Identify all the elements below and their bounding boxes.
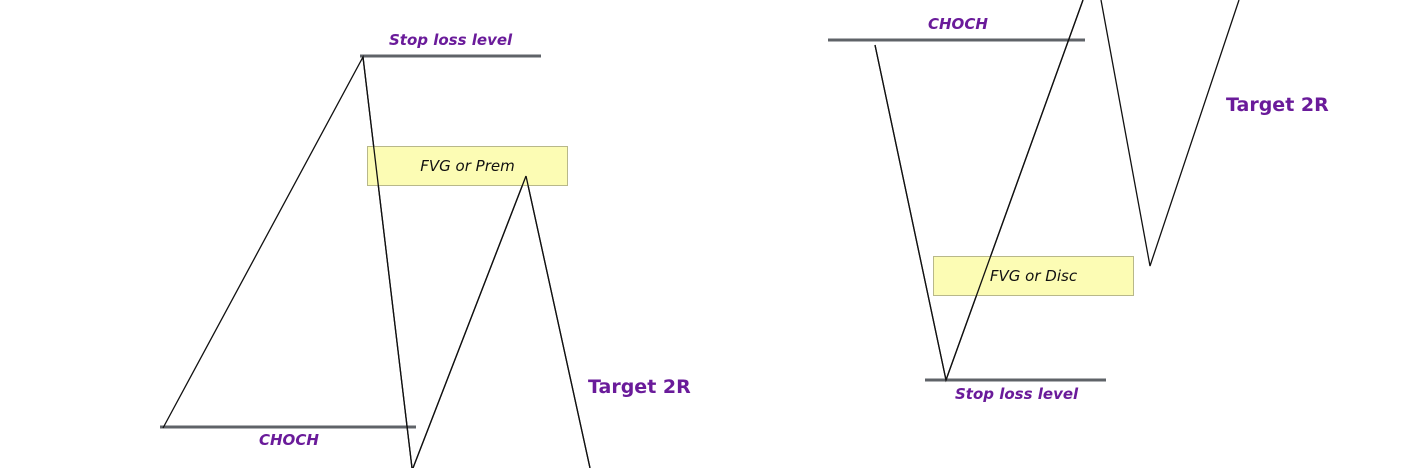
right-choch-label: CHOCH — [928, 15, 988, 33]
right-price-path — [874, 0, 1084, 383]
left-fvg-zone: FVG or Prem — [367, 146, 568, 186]
right-price-path-second-leg — [1100, 0, 1240, 267]
left-price-path-second-leg — [412, 173, 591, 468]
left-choch-label: CHOCH — [259, 431, 319, 449]
left-zone-label: FVG or Prem — [420, 157, 515, 175]
right-fvg-zone: FVG or Disc — [933, 256, 1134, 296]
left-price-path — [162, 54, 413, 468]
left-stop-loss-label: Stop loss level — [389, 31, 513, 49]
right-zone-label: FVG or Disc — [989, 267, 1078, 285]
left-target-label: Target 2R — [588, 376, 691, 398]
right-target-label: Target 2R — [1226, 94, 1329, 116]
right-stop-loss-label: Stop loss level — [955, 385, 1079, 403]
